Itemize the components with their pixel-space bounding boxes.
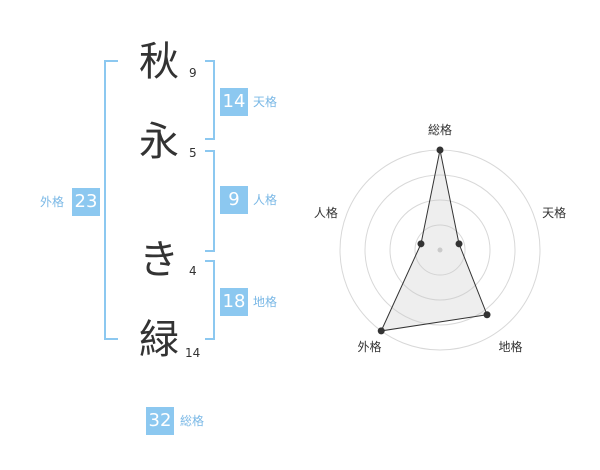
tenkaku-bracket — [205, 60, 215, 140]
soukaku-value: 32 — [146, 407, 174, 435]
radar-grid-ring — [414, 224, 466, 276]
stroke-count-2: 5 — [189, 146, 197, 160]
jinkaku-bracket — [205, 150, 215, 252]
radar-grid-ring — [364, 174, 516, 326]
radar-point — [483, 311, 491, 319]
radar-axis-label: 外格 — [357, 339, 381, 354]
radar-point — [417, 240, 425, 248]
radar-axis-label: 地格 — [499, 339, 523, 354]
radar-grid-ring — [389, 199, 491, 301]
jinkaku-value: 9 — [220, 186, 248, 214]
stroke-count-4: 14 — [185, 346, 201, 360]
soukaku-label: 総格 — [180, 414, 205, 428]
radar-axis-label: 天格 — [542, 205, 566, 220]
gaikaku-label: 外格 — [40, 195, 65, 209]
radar-point — [455, 240, 463, 248]
chikaku-bracket — [205, 260, 215, 340]
chikaku-label: 地格 — [253, 295, 278, 309]
radar-center-dot — [437, 247, 443, 253]
gaikaku-value: 23 — [72, 188, 100, 216]
stroke-count-3: 4 — [189, 264, 197, 278]
chikaku-value: 18 — [220, 288, 248, 316]
jinkaku-label: 人格 — [253, 193, 278, 207]
radar-axis-label: 人格 — [314, 205, 338, 220]
radar-point — [377, 327, 385, 335]
name-char-1: 秋 — [139, 39, 179, 85]
radar-point — [436, 146, 444, 154]
radar-axis-label: 総格 — [428, 122, 452, 137]
radar-series-polygon — [380, 149, 488, 332]
stroke-count-1: 9 — [189, 66, 197, 80]
name-char-4: 緑 — [139, 317, 179, 363]
outer-bracket — [104, 60, 118, 340]
tenkaku-value: 14 — [220, 88, 248, 116]
name-char-2: 永 — [139, 119, 179, 165]
tenkaku-label: 天格 — [253, 95, 278, 109]
name-char-3: き — [139, 237, 179, 283]
